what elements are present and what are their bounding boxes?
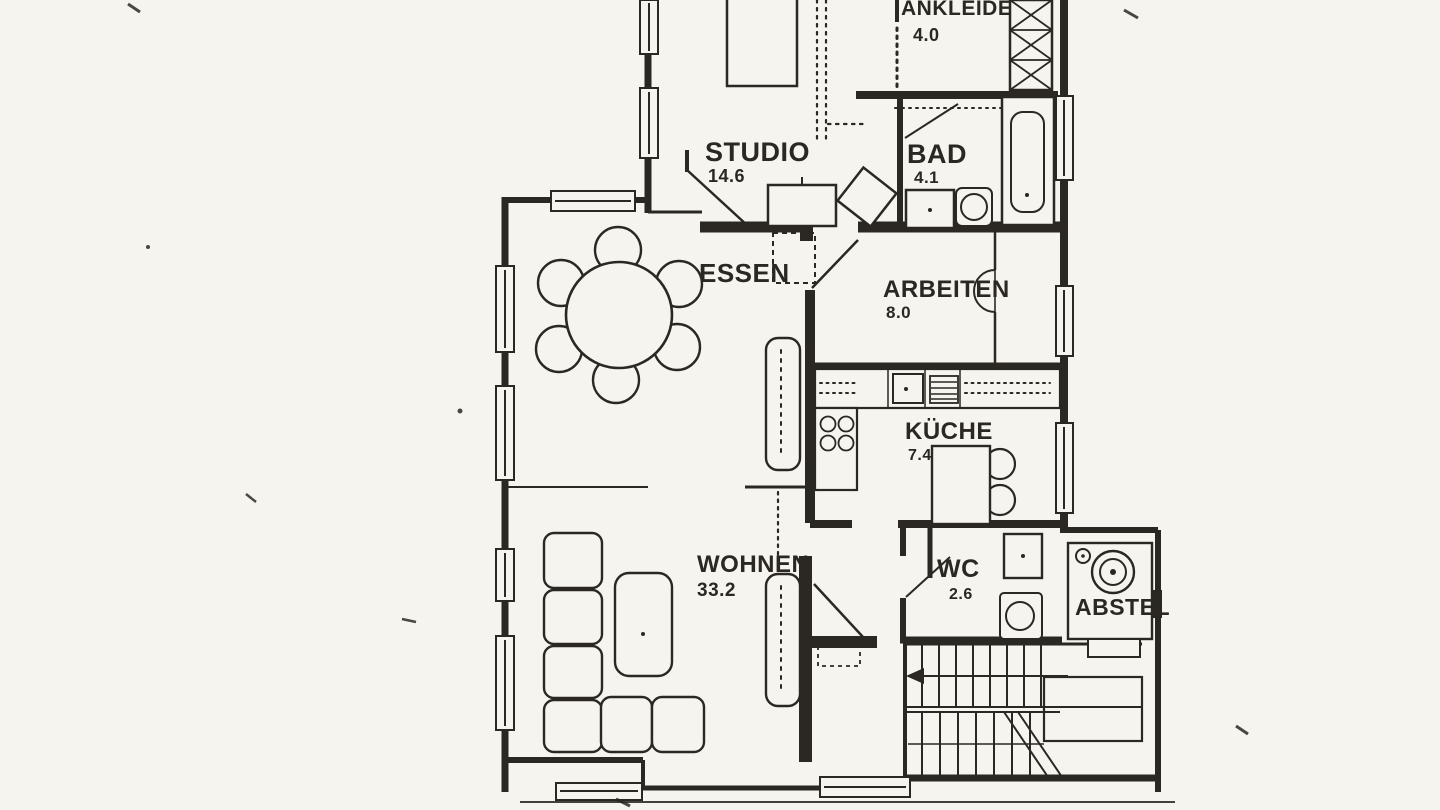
window-symbol [550,190,636,212]
room-label-kueche: KÜCHE [905,418,993,445]
window-symbol [639,0,659,55]
door-essen-hall [800,226,859,289]
wc-fixtures [999,532,1044,640]
small-valve-circle [1075,548,1091,564]
room-labels: ANKLEIDE 4.0 STUDIO 14.6 BAD 4.1 ESSEN A… [697,0,1170,620]
dining-table [564,260,674,370]
bad-fixtures [904,95,1056,230]
kitchen [813,367,1062,526]
room-area-wc: 2.6 [949,586,973,603]
room-area-studio: 14.6 [708,166,745,186]
coffee-table [613,571,674,678]
scan-artifacts [127,2,1249,808]
window-symbol [495,265,515,353]
window-symbol [1055,95,1074,181]
window-symbol [555,782,643,801]
bathtub [1000,95,1056,227]
window-symbol [819,776,911,798]
room-area-kueche: 7.4 [908,447,932,464]
room-label-bad: BAD [907,139,967,169]
kitchen-stove-hatched [929,375,959,404]
kitchen-sink [892,373,924,404]
studio-furniture [725,0,899,229]
desk [725,0,799,88]
roof-slope-dotted-line [815,0,870,142]
window-symbol [639,87,659,159]
stair-landing [1042,675,1144,743]
wc-sink [1002,532,1044,580]
door-bad [894,103,1003,139]
room-label-abstell: ABSTEL [1075,594,1170,620]
window-symbol [1055,422,1074,514]
abstell-room [1066,541,1154,658]
side-table [766,177,838,228]
kitchen-table [930,444,992,526]
sofa [542,531,706,754]
room-label-wc: WC [937,555,980,583]
window-symbol [495,635,515,731]
wc-toilet [999,592,1043,640]
door-arbeiten [973,269,996,313]
door-wc [905,556,951,598]
stair-break-line [1003,711,1063,778]
doors [685,103,1162,638]
abstell-inner [1066,541,1154,641]
windows [495,0,1074,801]
chair-diamond [835,165,899,229]
upper-cabinet-dots [819,382,1051,394]
room-area-ankleide: 4.0 [913,25,940,45]
washbasin [904,188,956,230]
abstell-notch [1087,638,1141,658]
room-label-arbeiten: ARBEITEN [883,276,1010,303]
window-symbol [1055,285,1074,357]
window-symbol [495,385,515,481]
room-label-studio: STUDIO [705,137,810,167]
window-symbol [495,548,515,602]
door-wohnen-stairs [813,583,864,638]
toilet-round [955,187,993,227]
dashed-cabinet [772,232,816,284]
room-label-essen: ESSEN [699,258,790,288]
living-room-furniture [542,490,861,754]
room-label-ankleide: ANKLEIDE [901,0,1012,20]
washing-machine-icon [1090,549,1136,595]
room-area-arbeiten: 8.0 [886,303,911,322]
sideboard-heater [764,336,802,472]
door-studio [685,150,749,227]
cooktop-burners [813,406,859,492]
dashed-marker [817,645,861,667]
chimney-heater [764,572,802,708]
dining-group [534,225,816,472]
room-area-wohnen: 33.2 [697,580,736,601]
room-label-wohnen: WOHNEN [697,551,809,578]
staircase [905,644,1144,778]
room-area-bad: 4.1 [914,168,939,187]
wardrobe-crossed [1008,0,1054,92]
